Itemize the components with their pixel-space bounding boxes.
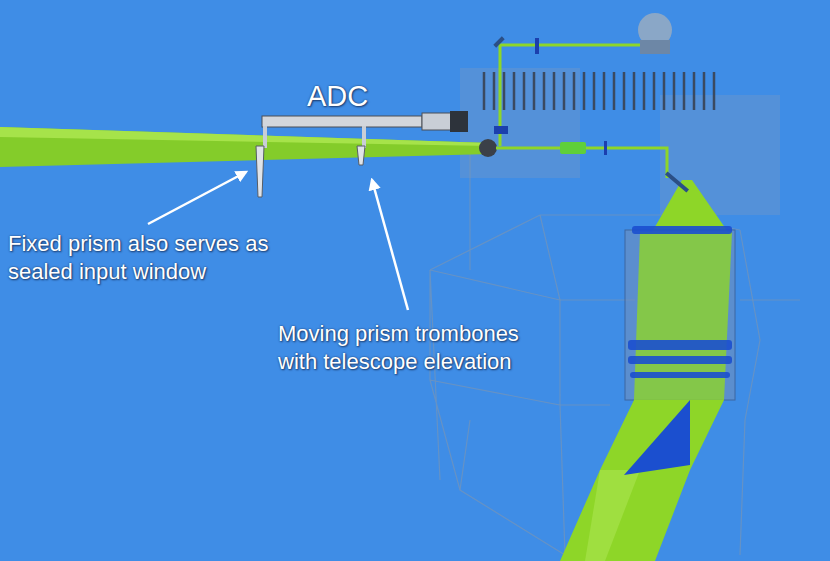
fold-mirror <box>665 171 689 192</box>
component-title: ADC <box>307 78 427 114</box>
mount-block <box>494 126 508 134</box>
exit-beam <box>560 400 724 561</box>
adc-rail <box>262 116 422 127</box>
moving-prism <box>357 146 365 165</box>
camera-beam <box>652 180 728 232</box>
callout-note: Fixed prism also serves as sealed input … <box>8 230 270 285</box>
baffle-slats <box>484 72 714 110</box>
lens <box>632 226 732 234</box>
fixed-prism <box>256 146 264 197</box>
lens <box>628 356 732 364</box>
callout-arrow <box>148 172 246 224</box>
callout-arrow <box>372 180 408 310</box>
exit-prism <box>624 400 690 475</box>
input-beam <box>0 127 490 167</box>
adc-motor-cap <box>450 111 468 132</box>
rail-support <box>263 126 267 148</box>
upper-beam <box>500 45 640 146</box>
rail-support <box>362 126 366 148</box>
bench-housing <box>460 68 580 178</box>
detector-body <box>640 40 670 54</box>
relay-element <box>560 142 586 154</box>
callout-note: Moving prism trombones with telescope el… <box>278 320 556 375</box>
exit-beam-highlight <box>585 470 640 561</box>
input-beam-highlight <box>0 127 490 146</box>
fold-mirror <box>493 36 504 47</box>
lens <box>630 372 730 378</box>
pivot-mirror <box>479 139 497 157</box>
lens <box>628 340 732 350</box>
camera-barrel <box>625 230 735 400</box>
lens <box>535 38 539 54</box>
lens <box>604 141 607 155</box>
